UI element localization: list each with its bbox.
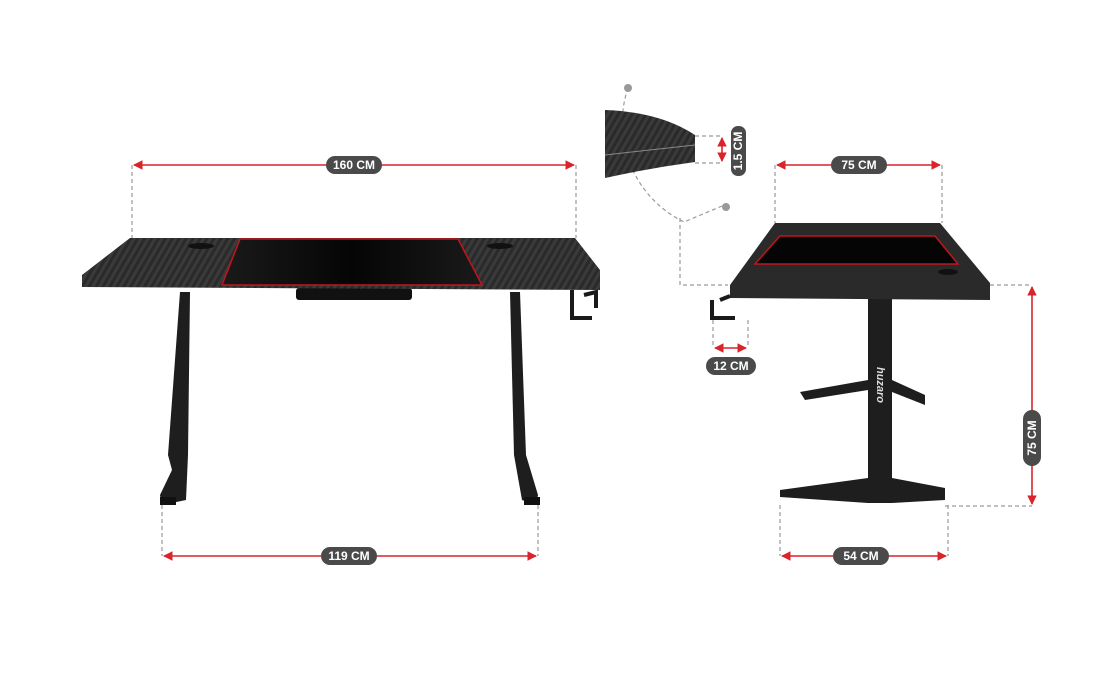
mouse-pad	[220, 238, 484, 286]
label-pill	[706, 357, 756, 375]
dimension-label: 160 CM	[333, 158, 375, 172]
dimension-label: 1.5 CM	[731, 132, 745, 171]
callout-dot	[722, 203, 730, 211]
headphone-hook	[570, 289, 598, 320]
callout-leader	[679, 218, 728, 286]
detail-callout-arc	[621, 87, 723, 223]
base-foot	[780, 478, 945, 503]
label-pill	[731, 126, 746, 176]
desktop-edge-closeup	[605, 110, 695, 178]
callout-dot	[624, 84, 632, 92]
cable-grommet	[188, 243, 214, 249]
side-view-desk: huzaro	[710, 223, 990, 503]
extension-lines	[712, 320, 749, 348]
dimension-label: 119 CM	[328, 549, 369, 563]
rear-foot-arm	[800, 380, 868, 400]
right-leg	[510, 292, 538, 505]
extension-lines	[779, 505, 949, 556]
left-leg	[160, 292, 190, 505]
dimension-75-depth: 75 CM	[774, 156, 943, 223]
dimension-54: 54 CM	[779, 505, 949, 565]
cable-grommet	[938, 269, 958, 275]
dimension-12: 12 CM	[706, 320, 756, 375]
label-pill	[321, 547, 377, 565]
cable-tray	[296, 288, 412, 300]
edge-highlight	[604, 144, 696, 156]
rear-foot-arm	[892, 380, 925, 405]
dimension-label: 12 CM	[713, 359, 748, 373]
label-pill	[833, 547, 889, 565]
dimension-119: 119 CM	[161, 505, 539, 565]
edge-detail	[604, 84, 730, 286]
side-leg	[868, 298, 892, 490]
label-pill	[831, 156, 887, 174]
extension-lines	[161, 505, 539, 556]
label-pill	[1023, 410, 1041, 466]
dimension-label: 75 CM	[1025, 420, 1039, 455]
dimension-75-height: 75 CM	[945, 284, 1041, 507]
dimension-label: 54 CM	[843, 549, 878, 563]
dimension-1-5: 1.5 CM	[695, 126, 746, 176]
left-foot	[160, 497, 176, 505]
extension-lines	[695, 135, 722, 164]
extension-lines	[945, 284, 1032, 507]
extension-lines	[131, 165, 577, 238]
extension-lines	[774, 165, 943, 223]
front-view-desk	[82, 238, 600, 505]
right-foot	[524, 497, 540, 505]
side-headphone-hook	[710, 294, 735, 320]
cable-grommet	[487, 243, 513, 249]
dimension-label: 75 CM	[841, 158, 876, 172]
label-pill	[326, 156, 382, 174]
dimension-160: 160 CM	[131, 156, 577, 238]
brand-logo: huzaro	[874, 367, 886, 403]
side-mouse-pad	[753, 235, 960, 265]
